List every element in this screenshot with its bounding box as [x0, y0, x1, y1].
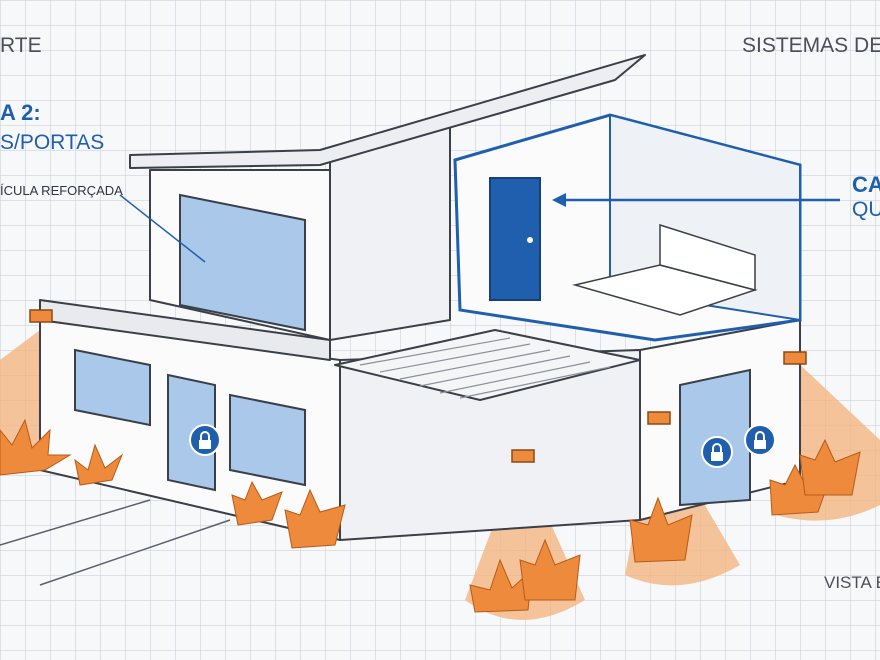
- film-callout-label: ÍCULA REFORÇADA: [0, 183, 123, 198]
- pergola-slats: [359, 337, 611, 399]
- lock-icon: [189, 424, 221, 456]
- lock-icon: [744, 424, 776, 456]
- bedroom-safe-room: [453, 113, 840, 342]
- layer-subtitle: S/PORTAS: [0, 131, 105, 154]
- spiky-bush-icons: [0, 418, 861, 613]
- layer-title: A 2:: [0, 100, 41, 125]
- top-right-heading: SISTEMAS DE: [742, 34, 880, 57]
- floodlight-icons: [29, 309, 807, 463]
- view-label: VISTA E: [824, 573, 880, 592]
- film-callout-line: [119, 194, 206, 263]
- lock-icons: [189, 424, 776, 468]
- safe-room-subtitle: QU: [852, 198, 880, 221]
- top-left-heading: RTE: [0, 34, 42, 57]
- ground-path: [0, 499, 231, 586]
- lock-icon: [701, 436, 733, 468]
- safe-room-title: CA: [852, 172, 880, 197]
